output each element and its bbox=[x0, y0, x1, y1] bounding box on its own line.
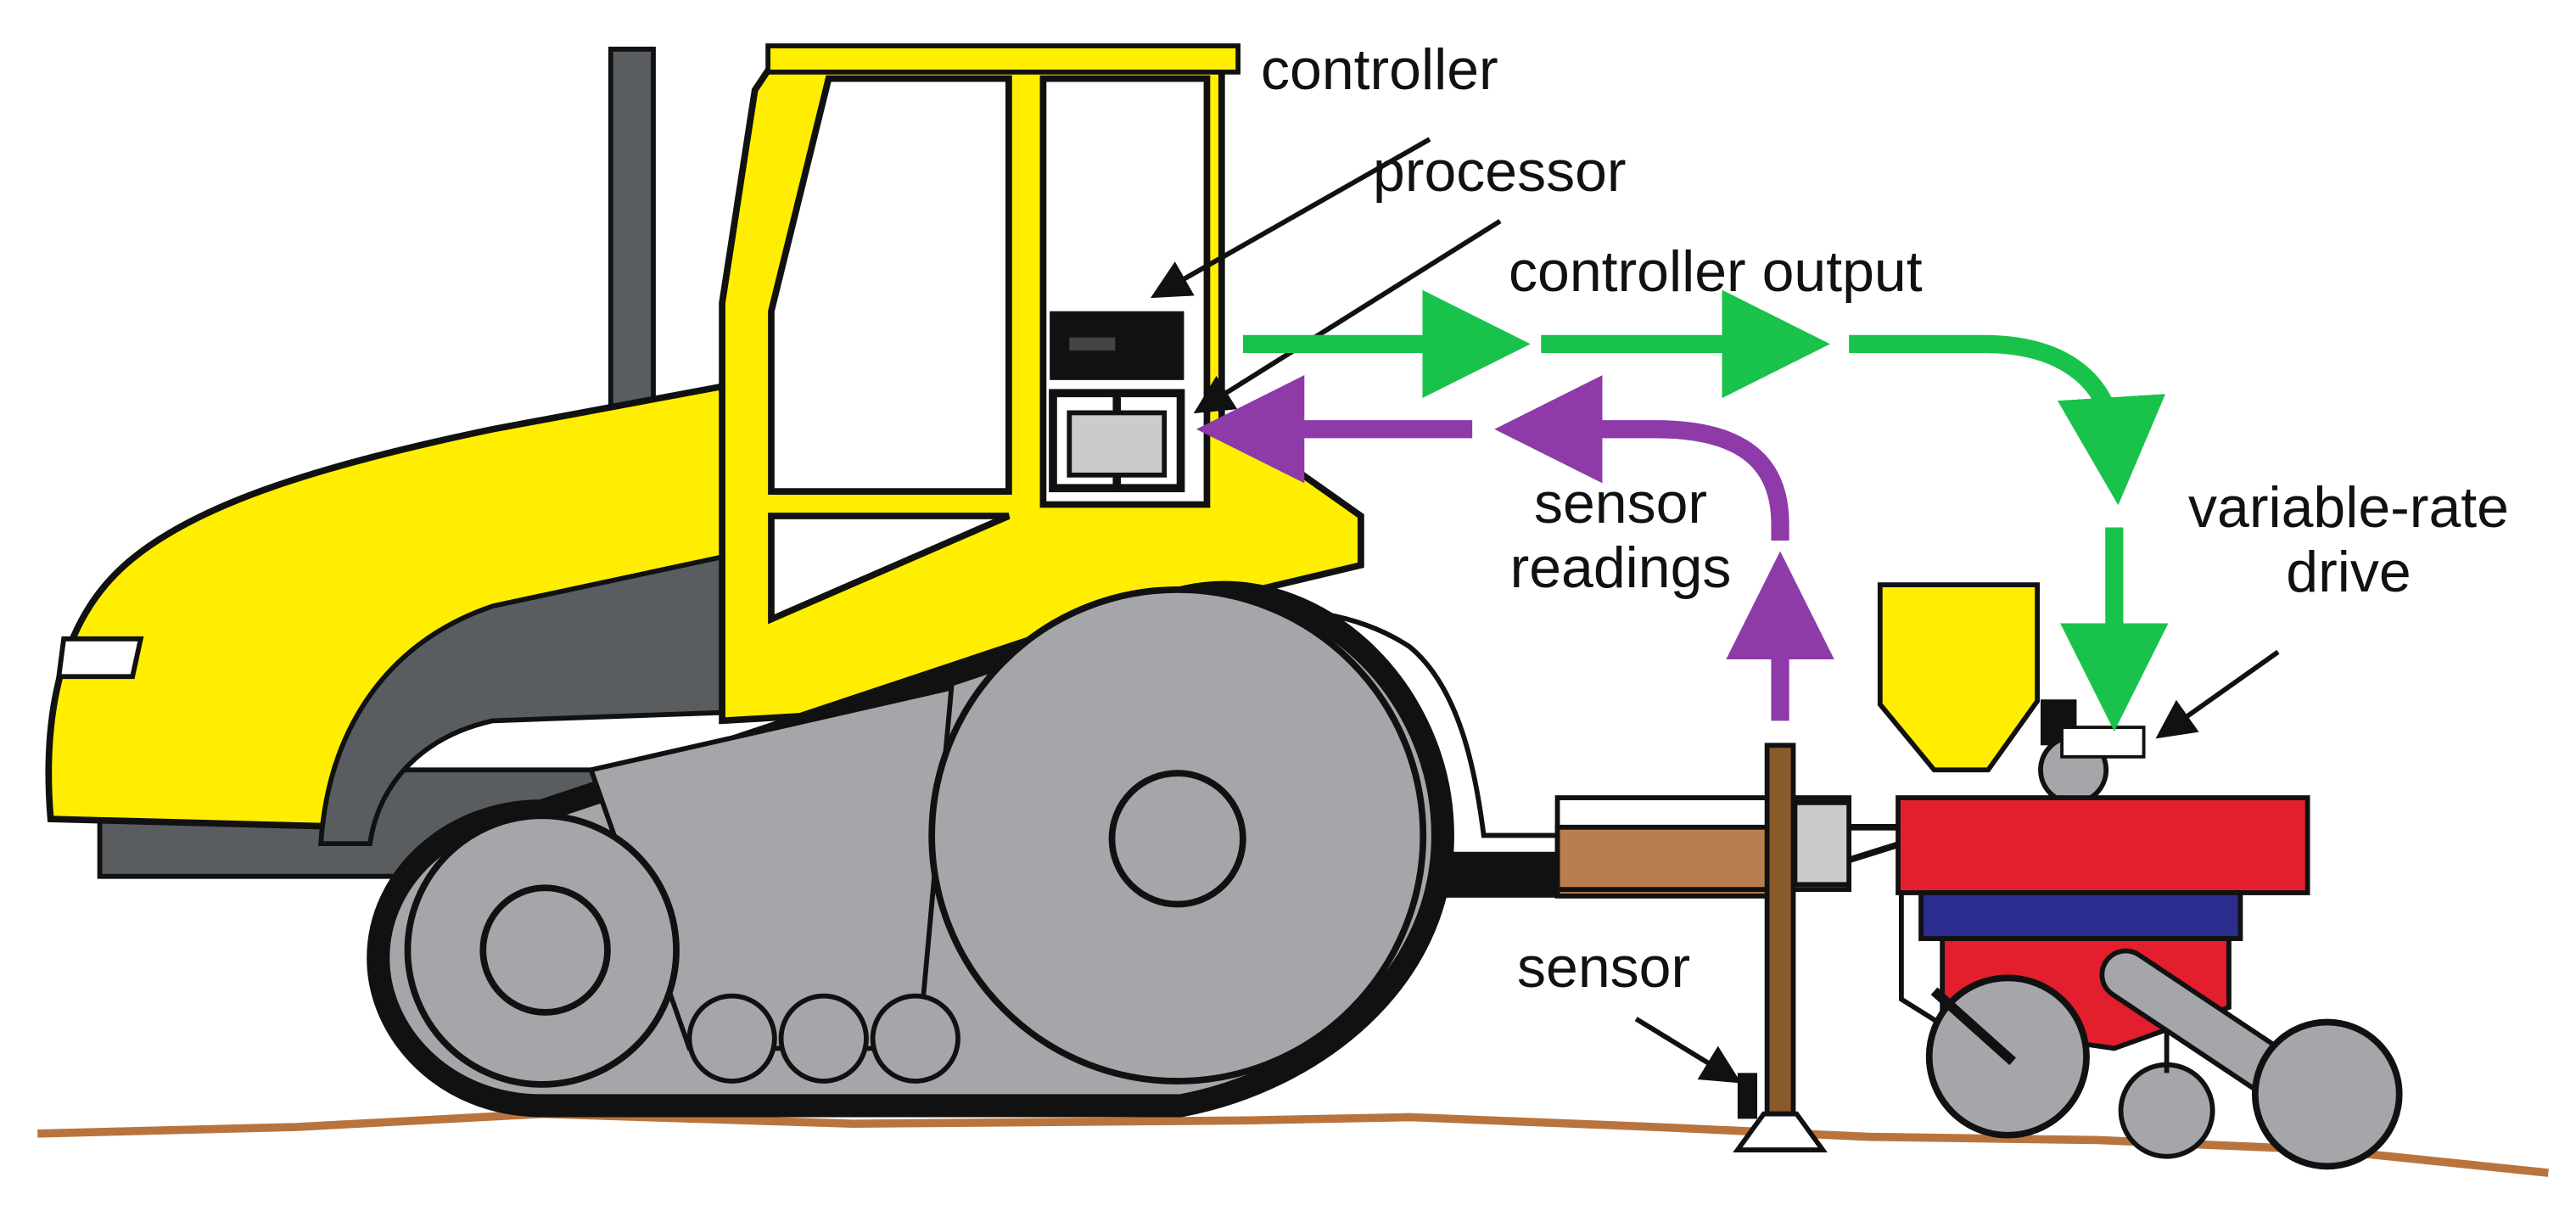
controller-output-label: controller output bbox=[1509, 239, 1923, 304]
sensor-readings-line1: sensor bbox=[1533, 471, 1708, 535]
bogie-roller bbox=[870, 993, 960, 1084]
hood-grille bbox=[318, 553, 725, 846]
headlight bbox=[56, 636, 144, 680]
rear-hub bbox=[1108, 770, 1246, 908]
controller-output-arrows bbox=[1242, 289, 2169, 732]
drive-pointer bbox=[2155, 649, 2280, 739]
processor-pointer bbox=[1193, 219, 1502, 414]
reading-arrow bbox=[1494, 375, 1789, 541]
hitch-bar bbox=[1554, 824, 1773, 899]
sensor-label: sensor bbox=[1517, 935, 1691, 1000]
processor-label: processor bbox=[1373, 139, 1627, 204]
bogie-roller bbox=[686, 993, 777, 1084]
cab-window-front bbox=[768, 75, 1012, 495]
implement-frame bbox=[1896, 795, 2310, 895]
planter-icon bbox=[1877, 582, 2403, 1170]
hitch bbox=[1442, 795, 1903, 899]
controller-pointer bbox=[1150, 137, 1431, 299]
sensor-pointer bbox=[1634, 1017, 1742, 1084]
sensor-foot bbox=[1733, 1111, 1828, 1152]
tractor-icon bbox=[45, 43, 1558, 1118]
controller-label: controller bbox=[1261, 37, 1498, 102]
bogie-roller bbox=[778, 993, 869, 1084]
sensor-icon bbox=[1733, 743, 1828, 1152]
variable-rate-drive-label: variable-rate drive bbox=[2128, 475, 2569, 604]
implement-bar bbox=[1918, 890, 2243, 941]
processor-icon bbox=[1049, 389, 1185, 493]
sensor-readings-arrows bbox=[1196, 375, 1834, 721]
cab-window-lower bbox=[768, 513, 1011, 625]
sensor-post bbox=[1764, 743, 1796, 1117]
variable-rate-drive-line1: variable-rate bbox=[2188, 475, 2509, 540]
front-hub bbox=[479, 884, 611, 1016]
seed-hopper bbox=[1877, 582, 2041, 773]
sensor-readings-label: sensor readings bbox=[1476, 471, 1765, 600]
variable-rate-drive-line2: drive bbox=[2286, 540, 2411, 605]
exhaust-stack bbox=[608, 47, 656, 446]
gauge-wheel bbox=[2118, 1062, 2215, 1159]
sensor-readings-line2: readings bbox=[1509, 535, 1732, 601]
cab-roof bbox=[765, 43, 1241, 75]
press-wheel bbox=[2251, 1018, 2403, 1170]
controller-icon bbox=[1050, 311, 1184, 380]
output-arrow bbox=[1849, 334, 2166, 506]
